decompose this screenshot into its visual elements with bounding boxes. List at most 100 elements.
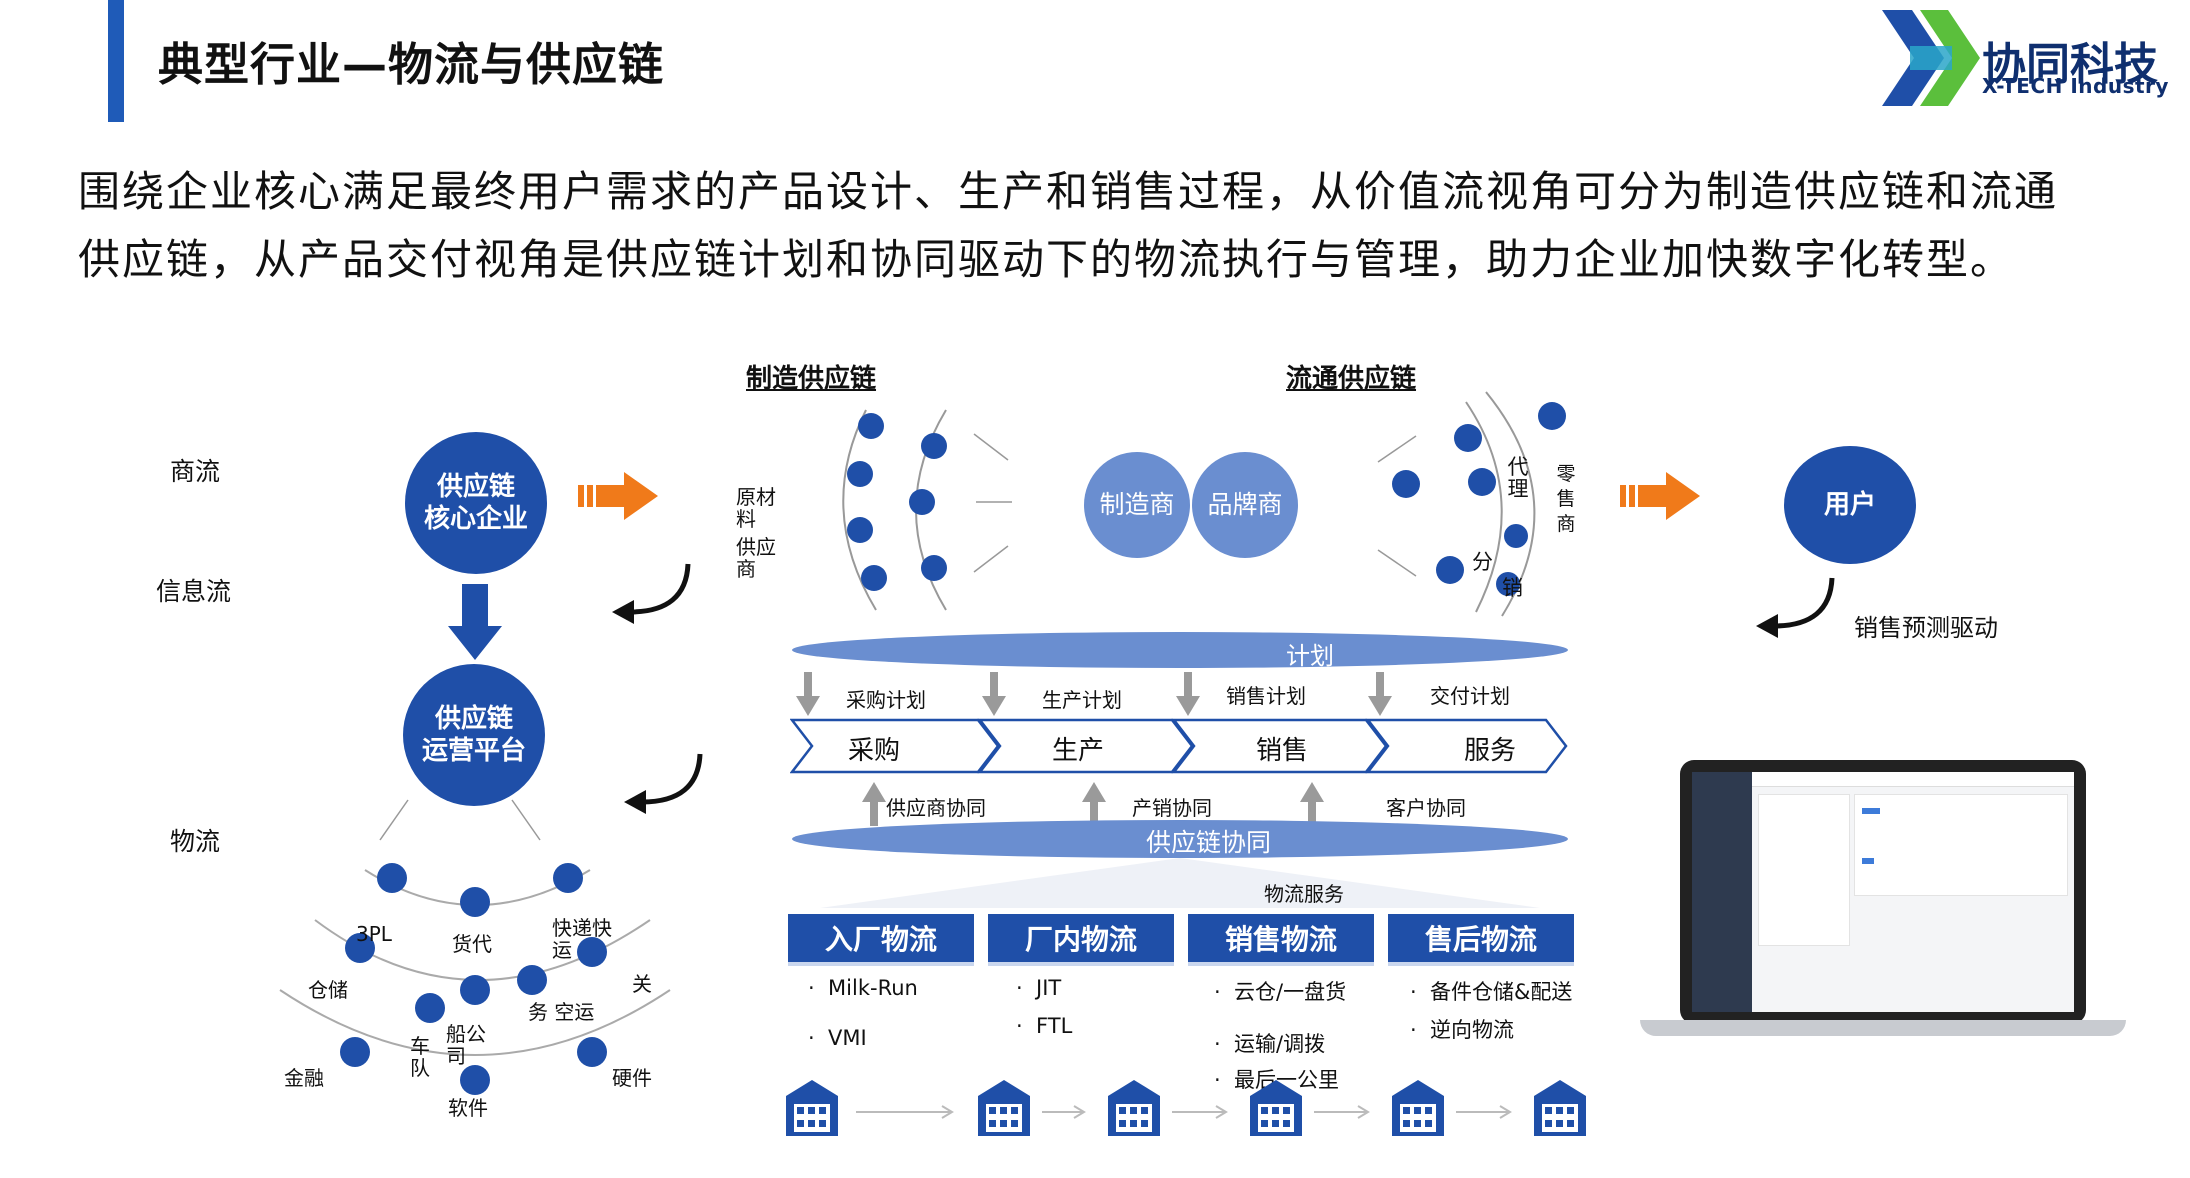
node-dot	[340, 1037, 370, 1067]
item-last-mile: · 最后一公里	[1214, 1064, 1339, 1094]
header-accent-bar	[108, 0, 124, 122]
warehouse-icon	[1250, 1080, 1302, 1136]
collab-ellipse	[792, 820, 1568, 858]
bullet: ·	[1410, 1018, 1417, 1042]
user-circle: 用户	[1784, 446, 1916, 564]
distribution-arc-diagram	[1377, 391, 1566, 617]
info-flow-label: 信息流	[156, 577, 232, 606]
item-milk-run: · Milk-Run	[808, 976, 918, 1000]
item-text: 云仓/一盘货	[1234, 980, 1347, 1004]
bullet: ·	[1214, 980, 1221, 1004]
supplier-a: 供应	[736, 535, 776, 559]
item-text: 运输/调拨	[1234, 1032, 1326, 1056]
bullet: ·	[1016, 1014, 1023, 1038]
node-dot	[577, 1037, 607, 1067]
laptop-base	[1640, 1020, 2126, 1036]
plan-procurement: 采购计划	[846, 688, 926, 712]
warehouse-icon	[1392, 1080, 1444, 1136]
inplant-logistics-box: 厂内物流	[988, 914, 1174, 966]
distribution-chain-title: 流通供应链	[1286, 364, 1417, 394]
logistics-flow-label: 物流	[170, 827, 221, 856]
label-express-a: 快递快	[552, 916, 612, 940]
manufacturer-circle: 制造商	[1084, 452, 1190, 558]
agent-b: 理	[1507, 477, 1529, 501]
agent-a: 代	[1507, 455, 1529, 479]
item-vmi: · VMI	[808, 1026, 867, 1050]
label-finance: 金融	[284, 1066, 324, 1090]
node-dot	[377, 863, 407, 893]
node-dot	[577, 937, 607, 967]
laptop-screen	[1692, 772, 2074, 1012]
platform-line-2: 运营平台	[421, 736, 526, 766]
inbound-logistics-box: 入厂物流	[788, 914, 974, 966]
curved-arrow-icon	[624, 753, 703, 814]
item-text: VMI	[828, 1026, 867, 1050]
gray-up-arrow-icon	[1082, 782, 1106, 826]
aftersales-logistics-box: 售后物流	[1388, 914, 1574, 966]
sales-logistics-box: 销售物流	[1188, 914, 1374, 966]
label-service: 务 空运	[528, 1000, 595, 1024]
xtech-logo-icon	[1882, 10, 1980, 106]
ecosystem-ring-diagram	[279, 799, 671, 1095]
core-enterprise-circle: 供应链核心企业	[405, 432, 547, 574]
brand-circle: 品牌商	[1192, 452, 1298, 558]
gray-up-arrow-icon	[1300, 782, 1324, 826]
app-button	[1862, 858, 1874, 864]
collab-customer: 客户协同	[1386, 796, 1466, 820]
bullet: ·	[1016, 976, 1023, 1000]
node-dot	[460, 1065, 490, 1095]
collab-production-sales: 产销协同	[1132, 796, 1212, 820]
item-text: 逆向物流	[1430, 1018, 1515, 1042]
raw-b: 料	[736, 507, 756, 531]
node-dot	[345, 933, 375, 963]
warehouse-icon	[1534, 1080, 1586, 1136]
item-jit: · JIT	[1016, 976, 1061, 1000]
item-cloud-warehouse: · 云仓/一盘货	[1214, 976, 1346, 1006]
node-dot	[460, 887, 490, 917]
intro-line-2: 供应链，从产品交付视角是供应链计划和协同驱动下的物流执行与管理，助力企业加快数字…	[78, 235, 2015, 284]
intro-line-1: 围绕企业核心满足最终用户需求的产品设计、生产和销售过程，从价值流视角可分为制造供…	[78, 167, 2059, 216]
label-3pl: 3PL	[356, 922, 392, 946]
warehouse-icon	[978, 1080, 1030, 1136]
platform-line-1: 供应链	[434, 703, 513, 734]
item-reverse: · 逆向物流	[1410, 1014, 1514, 1044]
gray-up-arrow-icon	[862, 782, 886, 826]
orange-arrow-icon	[578, 472, 658, 520]
intro-paragraph: 围绕企业核心满足最终用户需求的产品设计、生产和销售过程，从价值流视角可分为制造供…	[78, 158, 2138, 294]
plan-title: 计划	[1286, 642, 1334, 670]
manufacturing-chain-title: 制造供应链	[746, 364, 877, 394]
supplier-arc-diagram	[842, 409, 1012, 611]
node-dot	[517, 965, 547, 995]
agent-label: 代 理	[1506, 456, 1530, 500]
label-express-b: 运	[552, 938, 572, 962]
label-shipping-a: 船公	[446, 1022, 486, 1046]
stage-sales: 销售	[1256, 736, 1309, 766]
app-sidebar	[1692, 772, 1752, 1012]
plan-delivery: 交付计划	[1430, 684, 1510, 708]
app-table-panel	[1854, 794, 2068, 896]
logo-name-en: X-TECH Industry	[1982, 74, 2169, 98]
sales-forecast-label: 销售预测驱动	[1854, 614, 1998, 642]
supplier-b: 商	[736, 557, 756, 581]
label-customs: 关	[632, 972, 652, 996]
item-text: JIT	[1036, 976, 1062, 1000]
curved-arrow-icon	[612, 563, 691, 624]
logistics-service-label: 物流服务	[1264, 882, 1344, 906]
logo-name-cn: 协同科技	[1982, 39, 2158, 90]
app-form-panel	[1758, 794, 1850, 946]
label-warehouse: 仓储	[308, 978, 348, 1002]
stage-chevrons	[790, 718, 1568, 774]
item-text: 备件仓储&配送	[1430, 980, 1573, 1004]
retail-b: 售	[1556, 488, 1576, 510]
item-text: FTL	[1036, 1014, 1073, 1038]
gray-down-arrow-icon	[1368, 672, 1392, 716]
orange-arrow-icon	[1620, 472, 1700, 520]
curved-arrow-icon	[1756, 577, 1835, 638]
bullet: ·	[1214, 1068, 1221, 1092]
warehouse-icon	[786, 1080, 838, 1136]
node-dot	[553, 863, 583, 893]
app-button	[1862, 808, 1880, 814]
plan-production: 生产计划	[1042, 688, 1122, 712]
gray-down-arrow-icon	[982, 672, 1006, 716]
retail-a: 零	[1556, 463, 1576, 485]
